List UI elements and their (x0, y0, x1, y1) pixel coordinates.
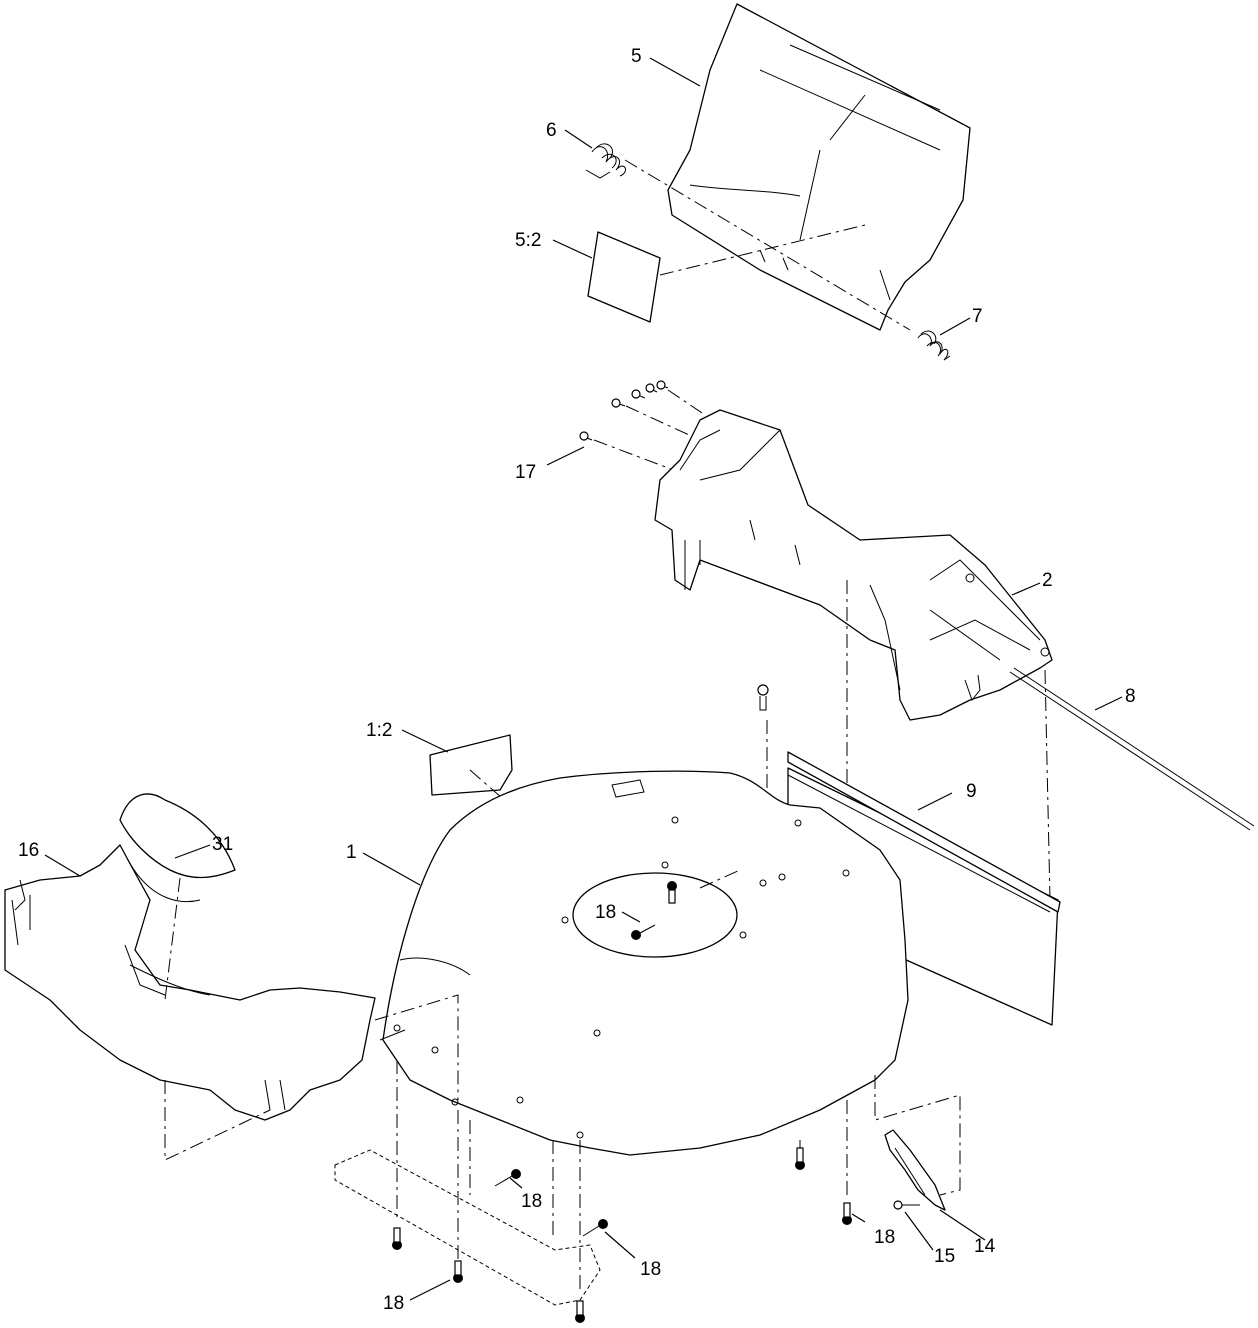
pad-part-31 (119, 793, 236, 879)
callout-18-b: 18 (640, 1259, 661, 1280)
bracket-part-14 (884, 1129, 946, 1211)
callout-18-c: 18 (874, 1227, 895, 1248)
bolt-center-18 (631, 881, 677, 940)
callout-18-center: 18 (595, 902, 616, 923)
bolt-lower-3 (575, 1300, 585, 1323)
callout-31: 31 (212, 834, 233, 855)
callout-8: 8 (1125, 686, 1136, 707)
bolt-lower-2 (453, 1260, 463, 1283)
callout-2: 2 (1042, 570, 1053, 591)
callout-15: 15 (934, 1246, 955, 1267)
spring-right-part (917, 330, 951, 361)
handle-part-16 (4, 844, 376, 1121)
axle-rod-part (1009, 667, 1255, 831)
lower-plate-part (334, 1149, 601, 1306)
spring-left-part (585, 143, 626, 179)
bolt-part-15 (893, 1200, 920, 1210)
callout-18-d: 18 (383, 1293, 404, 1314)
callout-5-2: 5:2 (515, 230, 541, 251)
callout-18-a: 18 (521, 1191, 542, 1212)
callout-7: 7 (972, 306, 983, 327)
bolt-angled-1 (494, 1169, 521, 1187)
callout-5: 5 (631, 46, 642, 67)
callout-14: 14 (974, 1236, 996, 1257)
bolt-group-17 (579, 380, 706, 481)
rear-flap-part (667, 3, 971, 331)
callout-16: 16 (18, 840, 39, 861)
bolt-vertical-top (757, 684, 769, 711)
bolt-lower-1 (392, 1227, 402, 1250)
handle-bracket-part (654, 409, 1053, 721)
leader-lines (44, 57, 1123, 1301)
decal-5-2-part (587, 231, 661, 323)
callout-9: 9 (966, 781, 977, 802)
decal-1-2-part (429, 734, 513, 796)
mower-deck-part (379, 770, 909, 1156)
callout-17: 17 (515, 462, 536, 483)
callout-6: 6 (546, 120, 557, 141)
bolt-lower-5 (842, 1202, 852, 1225)
callout-1-2: 1:2 (366, 720, 392, 741)
callout-1: 1 (346, 842, 357, 863)
bolt-angled-2 (582, 1219, 608, 1237)
bolt-lower-4 (795, 1147, 805, 1170)
